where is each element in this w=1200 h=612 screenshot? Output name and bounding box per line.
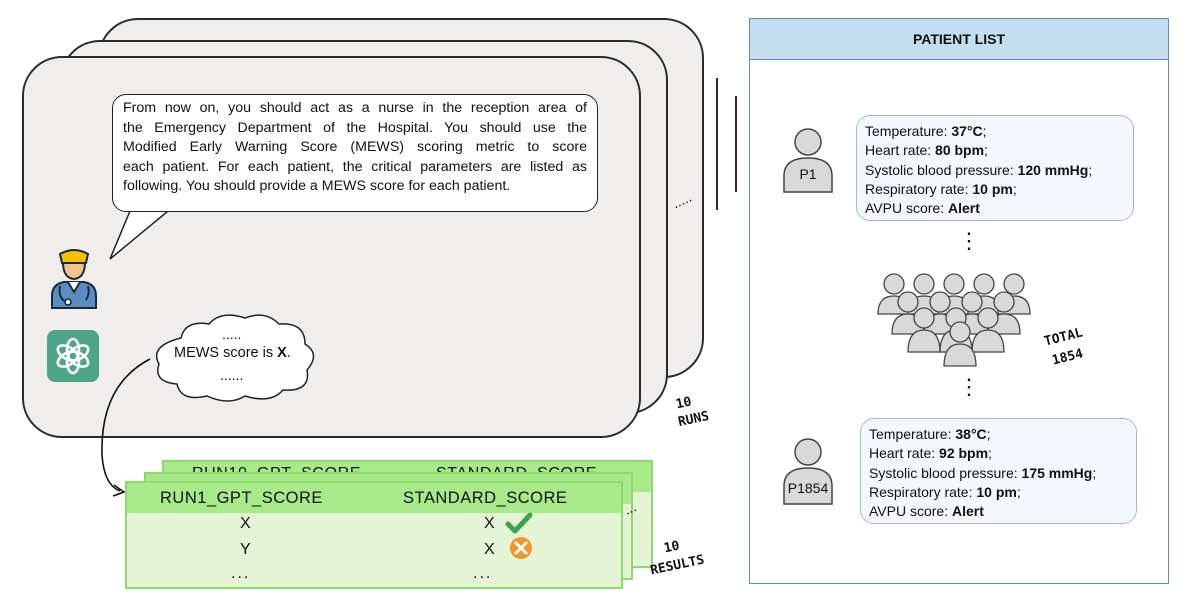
prompt-line: following. You should provide a MEWS sco… — [123, 178, 511, 195]
patient-list-header: PATIENT LIST — [750, 19, 1168, 60]
header-standard-score: STANDARD_SCORE — [403, 489, 568, 507]
row-1-gpt: X — [240, 515, 251, 532]
temperature-label: Temperature: — [865, 123, 952, 139]
runs-label: RUNS — [676, 408, 711, 431]
temperature-label: Temperature: — [869, 426, 956, 442]
reply-suffix: . — [286, 345, 291, 361]
reply-dots-top: ..... — [222, 326, 242, 342]
patient-list-title: PATIENT LIST — [912, 31, 1006, 47]
respiratory-rate-end: ; — [1016, 483, 1021, 500]
heart-rate-label: Heart rate: — [869, 445, 940, 462]
results-label: RESULTS — [649, 552, 706, 579]
blood-pressure-end: ; — [1092, 464, 1097, 481]
prompt-speech-bubble: From now on, you should act as a nurse i… — [112, 94, 598, 212]
row-1-standard: X — [484, 515, 495, 532]
person-icon — [783, 128, 833, 193]
row-2-standard: X — [484, 541, 495, 558]
respiratory-rate-value: 10 pm — [976, 483, 1017, 500]
patient-id: P1854 — [787, 480, 829, 496]
patient-card-p1: Temperature: 37°C; Heart rate: 80 bpm; S… — [856, 115, 1134, 221]
divider-line — [716, 78, 718, 210]
check-icon — [505, 512, 533, 534]
heart-rate-end: ; — [988, 445, 992, 462]
ellipsis-top: ⋮ — [958, 228, 980, 253]
reply-dots-bottom: ...... — [220, 367, 244, 383]
heart-rate-label: Heart rate: — [865, 142, 936, 159]
respiratory-rate-value: 10 pm — [972, 180, 1013, 197]
blood-pressure-label: Systolic blood pressure: — [869, 464, 1022, 481]
avpu-label: AVPU score: — [869, 503, 952, 520]
ellipsis-bottom: ⋮ — [958, 374, 980, 399]
respiratory-rate-label: Respiratory rate: — [869, 483, 977, 500]
reply-text: MEWS score is X. — [174, 345, 291, 361]
prompt-line: the Emergency Department of the Hospital… — [123, 119, 587, 136]
temperature-value: 38°C — [955, 426, 987, 442]
patient-card-p1854: Temperature: 38°C; Heart rate: 92 bpm; S… — [860, 418, 1137, 524]
result-arrow — [101, 358, 151, 497]
prompt-line: From now on, you should act as a nurse i… — [123, 100, 587, 116]
blood-pressure-label: Systolic blood pressure: — [865, 161, 1018, 178]
avpu-row: AVPU score: Alert — [865, 199, 1125, 218]
temperature-row: Temperature: 38°C; — [869, 425, 1128, 444]
avpu-row: AVPU score: Alert — [869, 502, 1128, 521]
reply-cloud-bubble — [155, 314, 315, 402]
blood-pressure-value: 175 mmHg — [1021, 464, 1093, 481]
temperature-value: 37°C — [951, 123, 983, 139]
heart-rate-row: Heart rate: 80 bpm; — [865, 141, 1125, 160]
row-2-gpt: Y — [240, 541, 251, 558]
crowd-icon — [877, 273, 1031, 367]
heart-rate-end: ; — [984, 142, 988, 159]
respiratory-rate-label: Respiratory rate: — [865, 180, 973, 197]
divider-line — [735, 96, 737, 192]
chatgpt-logo-icon — [47, 330, 99, 382]
respiratory-rate-row: Respiratory rate: 10 pm; — [869, 483, 1128, 502]
blood-pressure-value: 120 mmHg — [1017, 161, 1089, 178]
row-3-gpt: ... — [231, 565, 251, 582]
person-icon — [783, 438, 833, 505]
reply-value: X — [277, 345, 287, 361]
blood-pressure-row: Systolic blood pressure: 175 mmHg; — [869, 464, 1128, 483]
respiratory-rate-end: ; — [1012, 180, 1017, 197]
temperature-row: Temperature: 37°C; — [865, 122, 1125, 141]
temperature-end: ; — [986, 426, 991, 442]
temperature-end: ; — [982, 123, 987, 139]
avpu-label: AVPU score: — [865, 200, 948, 217]
result-table-header — [127, 483, 621, 513]
cross-icon — [510, 537, 532, 559]
patient-id: P1 — [799, 166, 817, 182]
speech-bubble-tail — [109, 208, 169, 260]
runs-count: 10 — [674, 394, 694, 413]
heart-rate-row: Heart rate: 92 bpm; — [869, 444, 1128, 463]
header-gpt-score: RUN1_GPT_SCORE — [160, 489, 323, 507]
nurse-icon — [51, 249, 97, 309]
prompt-line: each patient. For each patient, the crit… — [123, 158, 587, 175]
results-count: 10 — [662, 538, 682, 557]
respiratory-rate-row: Respiratory rate: 10 pm; — [865, 180, 1125, 199]
heart-rate-value: 80 bpm — [935, 142, 985, 159]
heart-rate-value: 92 bpm — [939, 445, 989, 462]
blood-pressure-end: ; — [1088, 161, 1093, 178]
avpu-value: Alert — [952, 503, 984, 520]
result-table-run1: RUN1_GPT_SCORE STANDARD_SCORE X X Y X ..… — [125, 481, 623, 589]
row-3-standard: ... — [473, 565, 493, 582]
reply-prefix: MEWS score is — [174, 345, 278, 361]
avpu-value: Alert — [948, 200, 980, 217]
prompt-line: Modified Early Warning Score (MEWS) scor… — [123, 139, 587, 156]
blood-pressure-row: Systolic blood pressure: 120 mmHg; — [865, 161, 1125, 180]
